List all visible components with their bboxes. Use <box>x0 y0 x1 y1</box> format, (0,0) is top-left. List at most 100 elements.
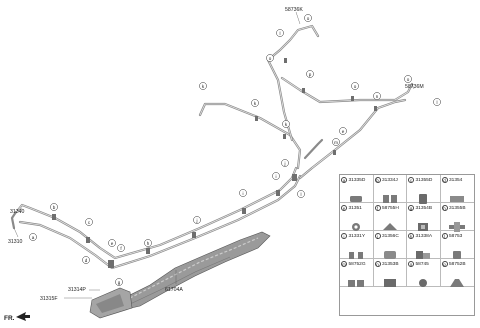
legend-letter: h <box>441 205 448 211</box>
legend-letter: k <box>408 233 414 239</box>
svg-text:o: o <box>354 84 357 89</box>
label-58736K: 58736K <box>285 7 303 13</box>
legend-part-number: 31354 <box>449 177 463 183</box>
svg-text:l: l <box>279 31 280 36</box>
clip-part-icon <box>413 247 433 259</box>
svg-text:o: o <box>307 16 310 21</box>
callout-o: o <box>266 54 274 62</box>
legend-part-number: 31355D <box>415 177 433 183</box>
label-58736M: 58736M <box>405 84 424 90</box>
clip-part-icon <box>380 247 400 259</box>
clip-part-icon <box>346 219 366 231</box>
callout-j: j <box>281 159 289 167</box>
front-arrow-icon <box>16 312 30 321</box>
callout-o: o <box>304 14 312 22</box>
svg-text:f: f <box>120 246 122 251</box>
svg-text:g: g <box>118 280 121 285</box>
svg-text:k: k <box>202 84 205 89</box>
pipe-clips <box>52 58 377 268</box>
legend-part-number: 31354B <box>415 205 433 211</box>
callout-g: g <box>115 278 123 286</box>
legend-letter: e <box>341 205 347 211</box>
svg-text:j: j <box>283 161 285 166</box>
svg-text:e: e <box>342 129 345 134</box>
label-31310: 31310 <box>8 239 23 245</box>
callout-j: j <box>193 216 201 224</box>
clip-part-icon <box>447 275 467 287</box>
legend-part-number: 31331Y <box>348 233 366 239</box>
svg-text:o: o <box>269 56 272 61</box>
main-fuel-lines <box>10 24 414 270</box>
part-labels: 58736K 58736M 31340 31310 31315F 31314P … <box>8 7 424 302</box>
svg-text:l: l <box>300 192 301 197</box>
callout-m: m <box>332 138 340 146</box>
svg-text:k: k <box>254 101 257 106</box>
svg-text:n: n <box>376 94 379 99</box>
clip-part-icon <box>380 191 400 203</box>
clip-part-icon <box>447 219 467 232</box>
callout-i: i <box>272 172 280 180</box>
label-61704A: 61704A <box>165 287 183 293</box>
legend-part-number: 58752G <box>348 261 366 267</box>
svg-text:h: h <box>147 241 150 246</box>
legend-letter: j <box>374 233 381 239</box>
callout-h: h <box>144 239 152 247</box>
legend-part-number: 58745 <box>415 261 429 267</box>
clip-part-icon <box>413 191 433 204</box>
svg-text:e: e <box>111 241 114 246</box>
callout-group: a b c d e f g h i j k k k j i l m e n o p o l o o l <box>29 14 441 286</box>
clip-part-icon <box>346 275 366 287</box>
svg-text:a: a <box>32 235 35 240</box>
legend-part-number: 31355B <box>449 205 466 211</box>
svg-text:b: b <box>53 205 56 210</box>
clip-part-icon <box>346 247 366 259</box>
legend-letter: g <box>408 205 414 211</box>
label-31340: 31340 <box>10 209 25 215</box>
callout-l: l <box>433 98 441 106</box>
clip-part-icon <box>380 219 400 230</box>
clip-part-icon <box>380 275 400 287</box>
legend-letter: l <box>441 233 448 239</box>
callout-c: c <box>85 218 93 226</box>
svg-text:m: m <box>334 140 338 145</box>
legend-part-number: 58752B <box>449 261 466 267</box>
label-31314P: 31314P <box>68 287 86 293</box>
svg-text:o: o <box>407 77 410 82</box>
callout-f: f <box>117 244 125 252</box>
front-direction-indicator: FR. <box>4 312 30 322</box>
callout-l: l <box>276 29 284 37</box>
clip-part-icon <box>447 247 467 259</box>
legend-letter: m <box>341 261 347 267</box>
svg-text:i: i <box>242 191 243 196</box>
legend-part-number: 31351 <box>348 205 362 211</box>
callout-d: d <box>82 256 90 264</box>
legend-part-number: 31353B <box>382 261 399 267</box>
legend-letter: f <box>374 205 381 211</box>
clip-part-icon <box>413 219 433 231</box>
callout-o: o <box>404 75 412 83</box>
callout-l: l <box>297 190 305 198</box>
callout-p: p <box>306 70 314 78</box>
svg-text:p: p <box>309 72 312 77</box>
legend-part-number: 58755H <box>382 205 399 211</box>
svg-text:i: i <box>275 174 276 179</box>
clip-part-icon <box>413 275 433 287</box>
callout-n: n <box>373 92 381 100</box>
